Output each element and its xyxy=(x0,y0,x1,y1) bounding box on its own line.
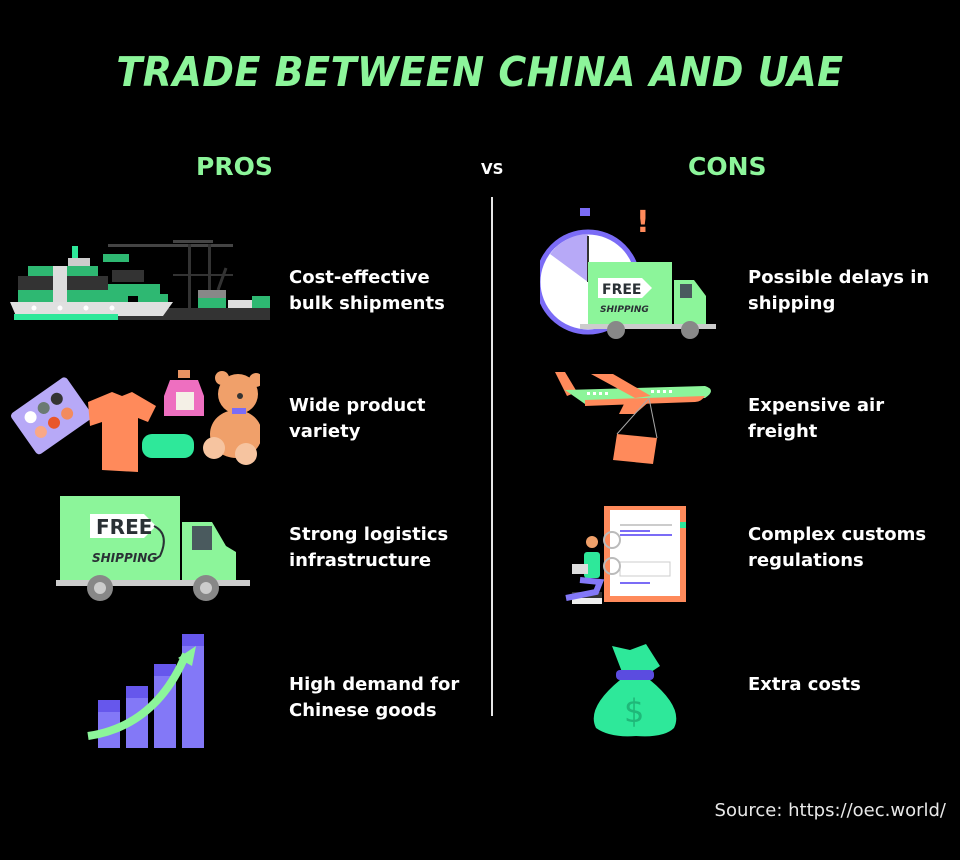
pros-heading: PROS xyxy=(196,152,273,181)
stopwatch-truck-icon: ! FREE SHIPPING xyxy=(535,204,716,342)
pro-item-text: Wide product variety xyxy=(289,395,426,442)
con-item-text: Complex customs regulations xyxy=(748,524,927,571)
pro-item-text: Strong logistics infrastructure xyxy=(289,524,449,571)
airplane-cargo-icon xyxy=(555,370,717,464)
consumer-products-icon xyxy=(10,362,263,472)
vs-label: VS xyxy=(481,160,504,178)
con-item-text: Possible delays in shipping xyxy=(748,267,930,314)
pro-item-text: Cost-effective bulk shipments xyxy=(289,267,445,314)
delivery-truck-icon: FREE SHIPPING xyxy=(56,490,250,602)
cargo-ship-port-icon xyxy=(8,230,270,320)
source-citation: Source: https://oec.world/ xyxy=(714,800,946,821)
dollar-sign: $ xyxy=(624,692,644,730)
growth-bar-chart-icon xyxy=(86,632,210,750)
money-bag-icon: $ xyxy=(590,642,680,738)
truck-shipping-text: SHIPPING xyxy=(600,305,649,315)
truck-shipping-text: SHIPPING xyxy=(92,551,157,565)
truck-free-text: FREE xyxy=(96,515,152,539)
cons-heading: CONS xyxy=(688,152,767,181)
page-title: TRADE BETWEEN CHINA AND UAE xyxy=(116,48,844,96)
alert-exclamation: ! xyxy=(636,205,650,240)
con-item-text: Expensive air freight xyxy=(748,395,885,442)
customs-documents-icon xyxy=(554,502,690,606)
truck-free-text: FREE xyxy=(602,282,641,298)
column-divider xyxy=(491,197,493,716)
pro-item-text: High demand for Chinese goods xyxy=(289,674,460,721)
con-item-text: Extra costs xyxy=(748,674,861,695)
